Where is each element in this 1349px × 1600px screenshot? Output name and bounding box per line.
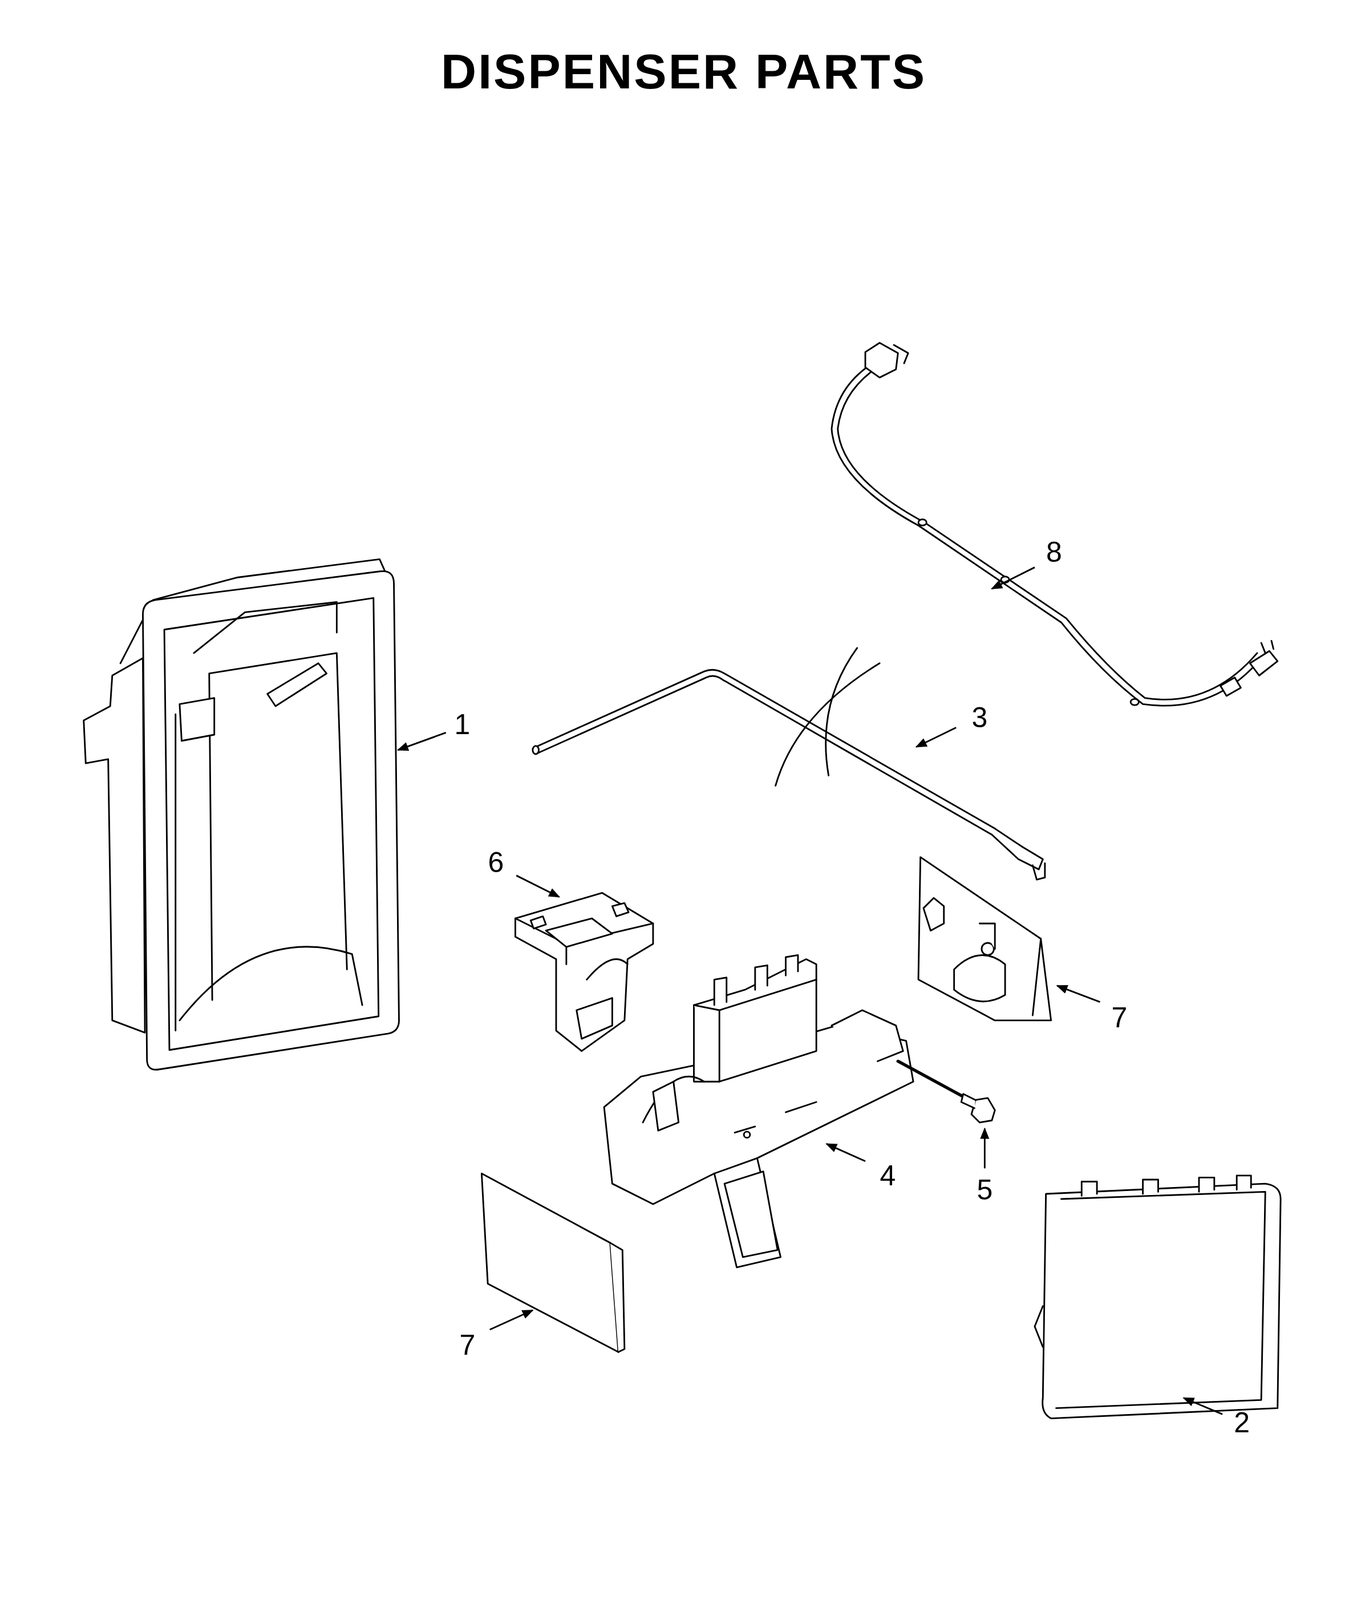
callout-number: 4 — [879, 1161, 896, 1190]
screw — [897, 1060, 970, 1100]
trim-panel — [1032, 938, 1041, 1016]
bottom-trim — [1056, 1191, 1266, 1408]
wire-harness — [1130, 698, 1139, 706]
bottom-trim — [1042, 1183, 1281, 1419]
parts-illustration — [83, 342, 1281, 1419]
leader-arrows — [516, 875, 559, 898]
screw — [897, 1060, 995, 1122]
leader-arrows — [489, 1310, 533, 1330]
dispenser-housing — [83, 558, 400, 1070]
leader-arrows — [398, 732, 447, 750]
dispenser-tray — [743, 1131, 751, 1138]
wire-harness — [1220, 677, 1242, 696]
wire-harness — [918, 519, 927, 526]
dispenser-tray — [734, 1102, 817, 1133]
water-tube — [825, 647, 858, 776]
trim-panel — [481, 1173, 619, 1352]
callout-number: 2 — [1233, 1408, 1250, 1437]
dispenser-tray — [831, 1010, 903, 1061]
bottom-trim — [1034, 1175, 1281, 1419]
water-tube — [775, 663, 880, 787]
dispenser-housing — [193, 601, 337, 653]
dispenser-tray — [653, 1081, 679, 1131]
water-tube — [532, 746, 540, 755]
trim-panel — [918, 857, 1052, 1021]
water-tube — [532, 647, 1045, 880]
dispenser-housing — [175, 653, 348, 1031]
dispenser-tray — [714, 1157, 778, 1258]
callout-number: 1 — [454, 710, 471, 739]
actuator-cover — [515, 892, 654, 1051]
wire-harness — [831, 342, 1278, 706]
callout-number: 5 — [976, 1175, 993, 1205]
leader-arrows — [1056, 985, 1100, 1003]
trim-panel — [954, 955, 1006, 1002]
callout-number: 7 — [459, 1330, 476, 1360]
dispenser-tray — [604, 954, 914, 1267]
wire-harness — [1249, 650, 1278, 676]
dispenser-housing — [83, 658, 145, 1033]
bottom-trim — [1034, 1306, 1043, 1348]
wire-harness — [893, 345, 909, 364]
leader-arrows — [983, 1128, 986, 1169]
callout-number: 6 — [488, 848, 505, 877]
water-tube — [1032, 863, 1045, 880]
trim-panel — [981, 942, 994, 955]
water-tube — [991, 828, 1043, 870]
trim-panel — [481, 1173, 625, 1352]
wire-harness — [865, 342, 898, 378]
callout-number: 3 — [971, 703, 988, 732]
leader-arrows — [826, 1143, 866, 1161]
diagram-title: DISPENSER PARTS — [440, 46, 927, 96]
wire-harness — [831, 359, 1262, 706]
leader-arrows — [398, 567, 1223, 1415]
actuator-cover — [576, 998, 613, 1040]
dispenser-housing — [164, 597, 379, 1050]
trim-panel — [923, 897, 945, 931]
actuator-cover — [530, 902, 629, 929]
screw — [961, 1094, 976, 1109]
actuator-cover — [545, 918, 613, 947]
callout-number: 7 — [1111, 1003, 1128, 1032]
dispenser-housing — [142, 570, 399, 1070]
water-tube — [537, 675, 992, 835]
trim-panel — [610, 1242, 625, 1352]
dispenser-housing — [267, 663, 327, 707]
callout-number: 8 — [1046, 537, 1063, 567]
trim-panel — [918, 857, 1052, 1021]
dispenser-tray — [714, 954, 798, 1006]
dispenser-housing — [179, 946, 363, 1021]
dispenser-tray — [693, 979, 817, 1082]
trim-panel — [979, 923, 995, 950]
leader-arrows — [991, 567, 1035, 590]
leader-arrows — [916, 727, 956, 747]
bottom-trim — [1081, 1175, 1251, 1197]
wire-harness — [837, 363, 1258, 700]
wire-harness — [1261, 640, 1274, 653]
water-tube — [535, 669, 995, 829]
dispenser-housing — [179, 698, 215, 741]
actuator-cover — [586, 959, 629, 980]
leader-arrows — [1183, 1398, 1223, 1415]
actuator-cover — [515, 892, 654, 1051]
